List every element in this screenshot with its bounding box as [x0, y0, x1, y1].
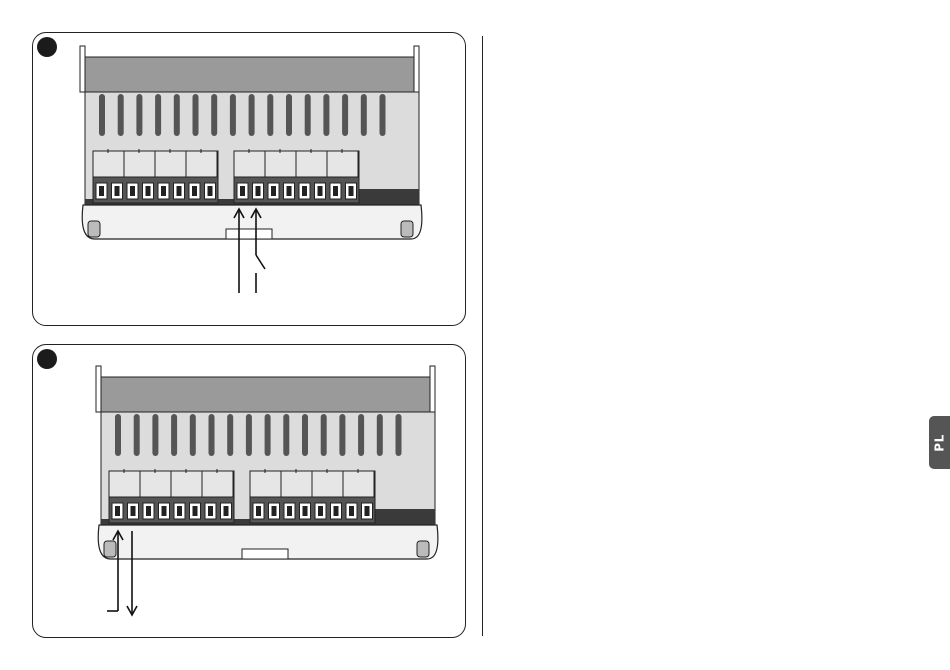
figure-1-vent-fin: [136, 94, 142, 136]
figure-1-terminal-screw-slot: [208, 186, 213, 196]
figure-1-terminal-screw-slot: [302, 186, 307, 196]
figure-1-terminal-screw-slot: [333, 186, 338, 196]
figure-2-vent-fin: [152, 414, 158, 456]
figure-2-terminal-screw-slot: [272, 506, 277, 516]
figure-2-terminal-screw-slot: [334, 506, 339, 516]
figure-2-vent-fin: [227, 414, 233, 456]
figure-1-right-ear: [414, 46, 419, 92]
figure-1-vent-fin: [286, 94, 292, 136]
column-divider: [482, 36, 483, 636]
figure-2-left-clip: [104, 541, 116, 557]
figure-1-vent-fin: [230, 94, 236, 136]
figure-1-terminal-screw-slot: [287, 186, 292, 196]
figure-2-left-ear: [96, 366, 101, 412]
figure-2-terminal-screw-slot: [224, 506, 229, 516]
figure-1-terminal-screw-slot: [130, 186, 135, 196]
figure-1-vent-fin: [249, 94, 255, 136]
language-tab: PL: [929, 416, 950, 469]
figure-1-vent-fin: [305, 94, 311, 136]
figure-1-terminal-screw-slot: [115, 186, 120, 196]
figure-2-vent-fin: [190, 414, 196, 456]
figure-2-center-notch: [242, 549, 288, 559]
figure-1-vent-fin: [380, 94, 386, 136]
figure-1-center-notch: [226, 229, 272, 239]
figure-1-vent-fin: [211, 94, 217, 136]
figure-1-terminal-screw-slot: [192, 186, 197, 196]
figure-2-terminal-screw-slot: [256, 506, 261, 516]
figure-2-terminal-screw-slot: [146, 506, 151, 516]
figure-1-terminal-screw-slot: [240, 186, 245, 196]
figure-1-terminal-screw-slot: [99, 186, 104, 196]
figure-1-left-ear: [80, 46, 85, 92]
figure-1-terminal-screw-slot: [161, 186, 166, 196]
language-tab-label: PL: [932, 434, 946, 451]
figure-2-terminal-screw-slot: [287, 506, 292, 516]
figure-2-vent-fin: [265, 414, 271, 456]
figure-1-vent-fin: [323, 94, 329, 136]
figure-2-device-drawing: [33, 345, 467, 639]
figure-1-device-drawing: [33, 33, 467, 327]
figure-2-vent-fin: [302, 414, 308, 456]
figure-2-right-clip: [417, 541, 429, 557]
figure-2-housing-top: [101, 377, 435, 412]
figure-2-vent-fin: [377, 414, 383, 456]
figure-2-vent-fin: [321, 414, 327, 456]
figure-1-vent-fin: [193, 94, 199, 136]
figure-1-panel: [32, 32, 466, 326]
figure-2-terminal-screw-slot: [318, 506, 323, 516]
figure-2-vent-fin: [115, 414, 121, 456]
figure-2-terminal-screw-slot: [177, 506, 182, 516]
figure-1-terminal-screw-slot: [318, 186, 323, 196]
figure-1-terminal-screw-slot: [271, 186, 276, 196]
figure-2-terminal-screw-slot: [365, 506, 370, 516]
figure-1-terminal-screw-slot: [177, 186, 182, 196]
figure-1-terminal-screw-slot: [349, 186, 354, 196]
figure-2-terminal-screw-slot: [115, 506, 120, 516]
figure-1-vent-fin: [118, 94, 124, 136]
figure-2-terminal-screw-slot: [303, 506, 308, 516]
figure-1-vent-fin: [155, 94, 161, 136]
figure-1-right-clip: [401, 221, 413, 237]
figure-1-terminal-screw-slot: [146, 186, 151, 196]
figure-1-switch-contact: [256, 255, 265, 269]
figure-2-terminal-screw-slot: [162, 506, 167, 516]
figure-2-terminal-screw-slot: [349, 506, 354, 516]
figure-2-vent-fin: [358, 414, 364, 456]
figure-1-vent-fin: [361, 94, 367, 136]
figure-2-vent-fin: [171, 414, 177, 456]
figure-2-vent-fin: [339, 414, 345, 456]
figure-2-terminal-screw-slot: [208, 506, 213, 516]
figure-1-housing-top: [85, 57, 419, 92]
figure-2-vent-fin: [209, 414, 215, 456]
figure-1-vent-fin: [99, 94, 105, 136]
figure-1-left-clip: [88, 221, 100, 237]
figure-2-vent-fin: [396, 414, 402, 456]
figure-2-right-ear: [430, 366, 435, 412]
figure-2-vent-fin: [134, 414, 140, 456]
figure-1-terminal-screw-slot: [256, 186, 261, 196]
figure-1-vent-fin: [342, 94, 348, 136]
figure-1-vent-fin: [174, 94, 180, 136]
figure-2-panel: [32, 344, 466, 638]
figure-2-terminal-screw-slot: [193, 506, 198, 516]
figure-2-vent-fin: [283, 414, 289, 456]
figure-1-vent-fin: [267, 94, 273, 136]
figure-2-terminal-screw-slot: [131, 506, 136, 516]
figure-2-vent-fin: [246, 414, 252, 456]
